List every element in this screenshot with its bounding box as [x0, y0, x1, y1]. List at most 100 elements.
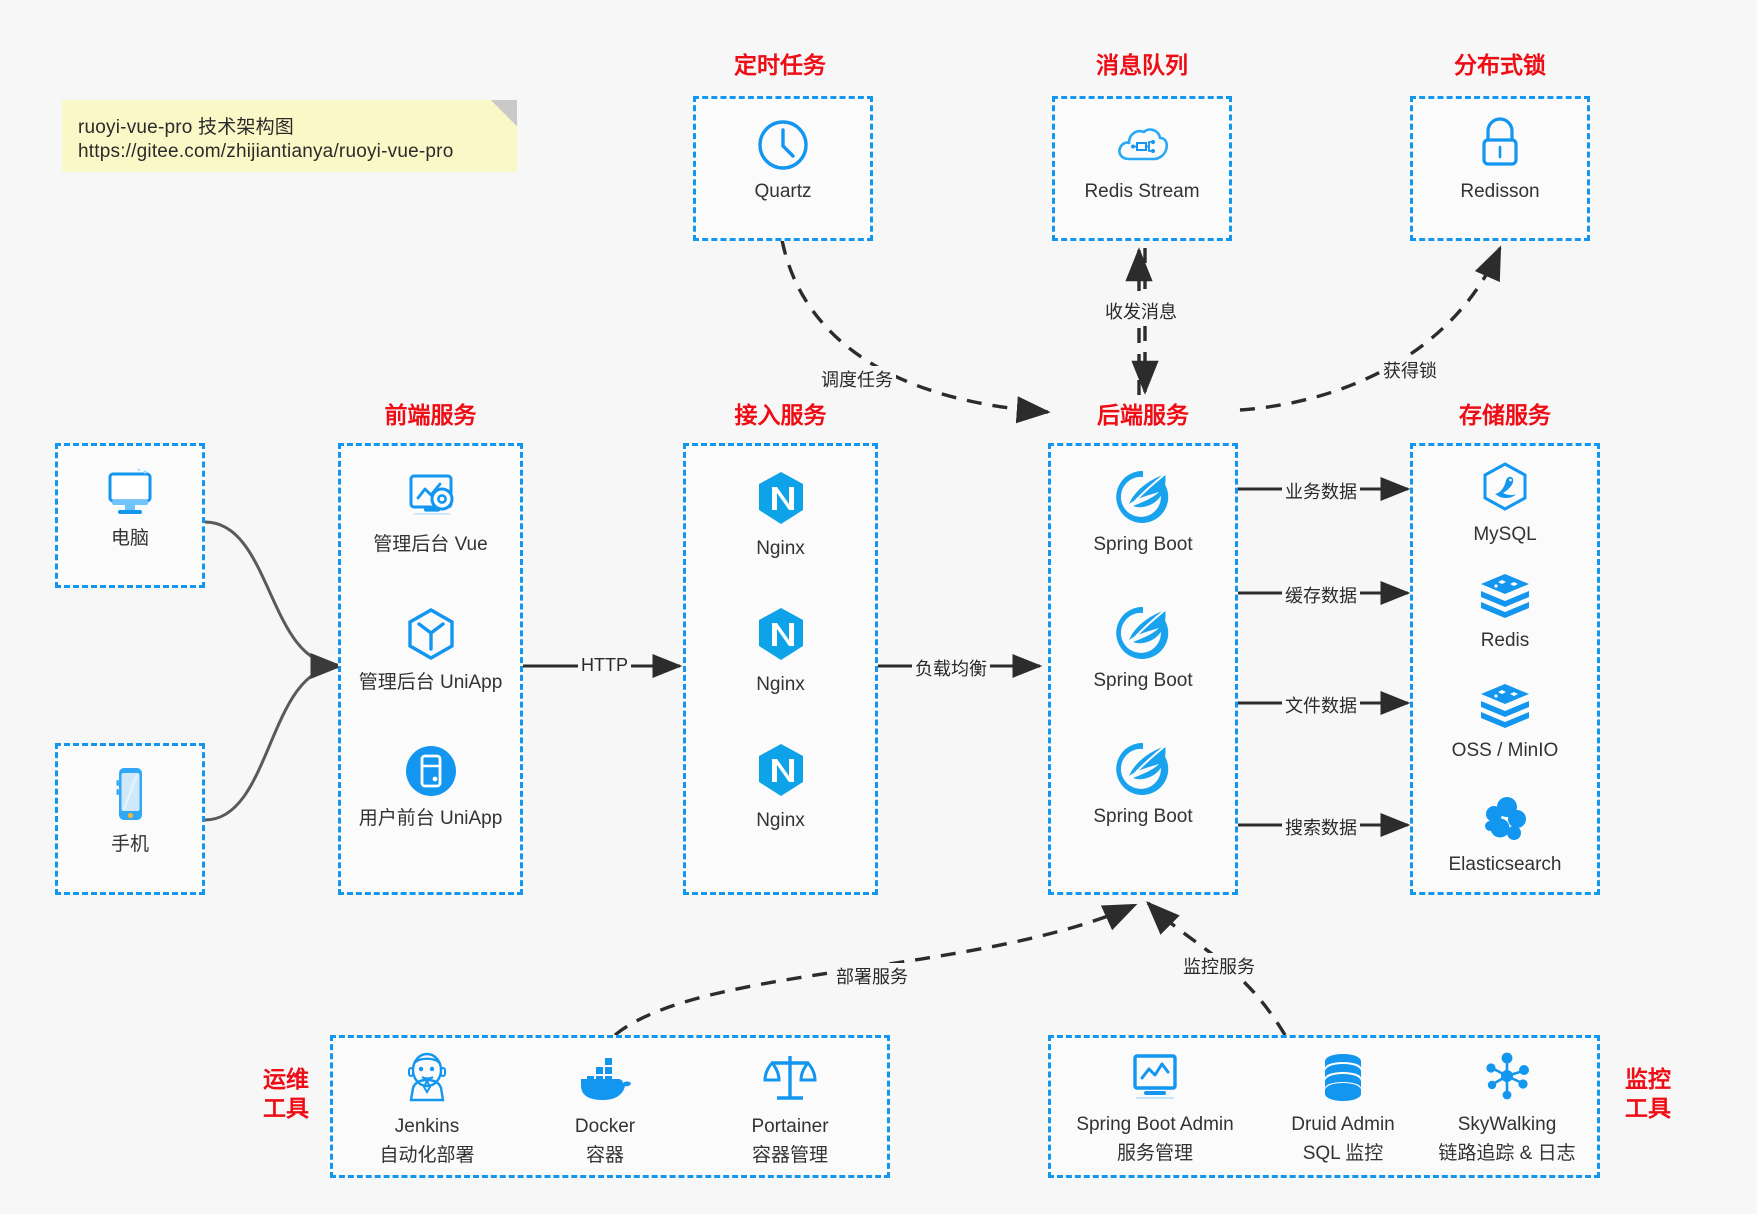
app-round-icon — [405, 746, 456, 796]
group-title-lock: 分布式锁 — [1454, 52, 1546, 78]
group-title-monitor-line2: 工具 — [1625, 1094, 1671, 1121]
note-fold-icon — [491, 100, 517, 126]
group-title-storage: 存储服务 — [1459, 402, 1551, 428]
clock-icon — [758, 120, 808, 170]
note-title: ruoyi-vue-pro 技术架构图 — [78, 117, 295, 138]
group-title-devops: 运维 工具 — [250, 1065, 322, 1123]
node-spring-boot-2[interactable]: Spring Boot — [1051, 604, 1235, 694]
node-nginx-1[interactable]: Nginx — [686, 468, 875, 562]
group-box-mq: Redis Stream — [1052, 96, 1232, 241]
node-label: Nginx — [756, 538, 805, 559]
nginx-icon — [758, 608, 803, 660]
spring-boot-icon — [1116, 470, 1169, 523]
node-sublabel: 链路追踪 & 日志 — [1438, 1142, 1576, 1164]
note-url: https://gitee.com/zhijiantianya/ruoyi-vu… — [78, 141, 454, 162]
node-redisson[interactable]: Redisson — [1413, 113, 1587, 205]
node-label: Redis — [1480, 630, 1530, 651]
node-redis[interactable]: Redis — [1413, 570, 1597, 654]
node-sublabel: 自动化部署 — [379, 1144, 475, 1166]
group-title-monitor: 监控 工具 — [1612, 1065, 1684, 1123]
docker-icon — [581, 1058, 631, 1100]
mysql-icon — [1483, 462, 1527, 511]
edge-label-send-receive-message: 收发消息 — [1102, 298, 1180, 324]
edge-label-business-data: 业务数据 — [1282, 478, 1360, 504]
lock-icon — [1482, 117, 1518, 166]
database-icon — [1325, 1054, 1361, 1101]
node-label: Docker — [574, 1116, 636, 1137]
node-spring-boot-1[interactable]: Spring Boot — [1051, 468, 1235, 558]
dashboard-gear-icon — [409, 474, 453, 515]
group-title-backend: 后端服务 — [1097, 402, 1189, 428]
node-druid-admin[interactable]: Druid Admin SQL 监控 — [1263, 1050, 1423, 1165]
group-box-scheduler: Quartz — [693, 96, 873, 241]
group-box-storage: MySQL Redis OSS / MinIO — [1410, 443, 1600, 895]
redis-icon — [1481, 574, 1529, 618]
node-spring-boot-admin[interactable]: Spring Boot Admin 服务管理 — [1057, 1050, 1253, 1165]
node-label: Redisson — [1460, 181, 1540, 202]
node-label: MySQL — [1473, 524, 1537, 545]
group-box-frontend: 管理后台 Vue 管理后台 UniApp 用户前台 UniApp — [338, 443, 523, 895]
node-user-uniapp[interactable]: 用户前台 UniApp — [341, 742, 520, 832]
node-nginx-3[interactable]: Nginx — [686, 740, 875, 834]
node-sublabel: 服务管理 — [1116, 1142, 1193, 1164]
node-label: Portainer — [751, 1116, 829, 1137]
node-nginx-2[interactable]: Nginx — [686, 604, 875, 698]
edge-label-monitor-service: 监控服务 — [1180, 953, 1258, 979]
group-title-gateway: 接入服务 — [734, 402, 827, 428]
group-title-mq: 消息队列 — [1096, 52, 1188, 78]
node-mobile[interactable]: 手机 — [58, 764, 202, 858]
node-spring-boot-3[interactable]: Spring Boot — [1051, 740, 1235, 830]
node-label: Spring Boot — [1093, 670, 1193, 691]
edge-label-http: HTTP — [578, 655, 631, 676]
node-portainer[interactable]: Portainer 容器管理 — [705, 1050, 875, 1167]
group-box-devops: Jenkins 自动化部署 Docker 容器 — [330, 1035, 890, 1178]
node-label: Spring Boot — [1093, 534, 1193, 555]
group-box-gateway: Nginx Nginx Nginx — [683, 443, 878, 895]
edge-label-cache-data: 缓存数据 — [1282, 582, 1360, 608]
group-title-monitor-line1: 监控 — [1625, 1066, 1671, 1092]
node-label: Spring Boot — [1093, 806, 1193, 827]
spring-boot-icon — [1116, 742, 1169, 795]
edge-label-search-data: 搜索数据 — [1282, 814, 1360, 840]
edge-label-deploy-service: 部署服务 — [833, 963, 911, 989]
node-label: Quartz — [754, 181, 812, 202]
node-admin-uniapp[interactable]: 管理后台 UniApp — [341, 604, 520, 696]
edge-label-schedule-task: 调度任务 — [818, 366, 896, 392]
oss-minio-icon — [1481, 684, 1529, 728]
group-title-devops-line2: 工具 — [263, 1094, 309, 1121]
node-label: 用户前台 UniApp — [358, 808, 503, 829]
node-docker[interactable]: Docker 容器 — [527, 1050, 683, 1167]
node-sublabel: SQL 监控 — [1302, 1142, 1384, 1164]
skywalking-icon — [1486, 1052, 1529, 1100]
edge-label-load-balance: 负载均衡 — [912, 655, 990, 681]
node-quartz[interactable]: Quartz — [696, 117, 870, 205]
node-desktop[interactable]: 电脑 — [58, 464, 202, 552]
node-sublabel: 容器 — [585, 1144, 624, 1166]
node-label: Druid Admin — [1291, 1114, 1395, 1135]
node-label: Redis Stream — [1084, 181, 1200, 202]
cloud-network-icon — [1118, 128, 1169, 161]
node-label: Nginx — [756, 810, 805, 831]
portainer-icon — [763, 1056, 817, 1100]
node-label: 电脑 — [110, 528, 149, 549]
node-redis-stream[interactable]: Redis Stream — [1055, 117, 1229, 205]
node-label: SkyWalking — [1457, 1114, 1557, 1135]
hexagon-cube-icon — [407, 608, 454, 660]
node-jenkins[interactable]: Jenkins 自动化部署 — [349, 1050, 505, 1167]
node-skywalking[interactable]: SkyWalking 链路追踪 & 日志 — [1419, 1050, 1595, 1165]
node-admin-vue[interactable]: 管理后台 Vue — [341, 468, 520, 558]
node-sublabel: 容器管理 — [751, 1144, 828, 1166]
node-elasticsearch[interactable]: Elasticsearch — [1413, 790, 1597, 878]
mobile-icon — [116, 768, 142, 820]
edge-label-file-data: 文件数据 — [1282, 692, 1360, 718]
node-label: 管理后台 Vue — [373, 534, 488, 555]
nginx-icon — [758, 472, 803, 524]
node-label: 管理后台 UniApp — [358, 672, 503, 693]
group-box-client-desktop: 电脑 — [55, 443, 205, 588]
node-oss-minio[interactable]: OSS / MinIO — [1413, 680, 1597, 764]
node-label: Nginx — [756, 674, 805, 695]
group-box-lock: Redisson — [1410, 96, 1590, 241]
group-box-backend: Spring Boot Spring Boot Spring Boot — [1048, 443, 1238, 895]
group-title-scheduler: 定时任务 — [734, 52, 826, 78]
node-mysql[interactable]: MySQL — [1413, 460, 1597, 548]
